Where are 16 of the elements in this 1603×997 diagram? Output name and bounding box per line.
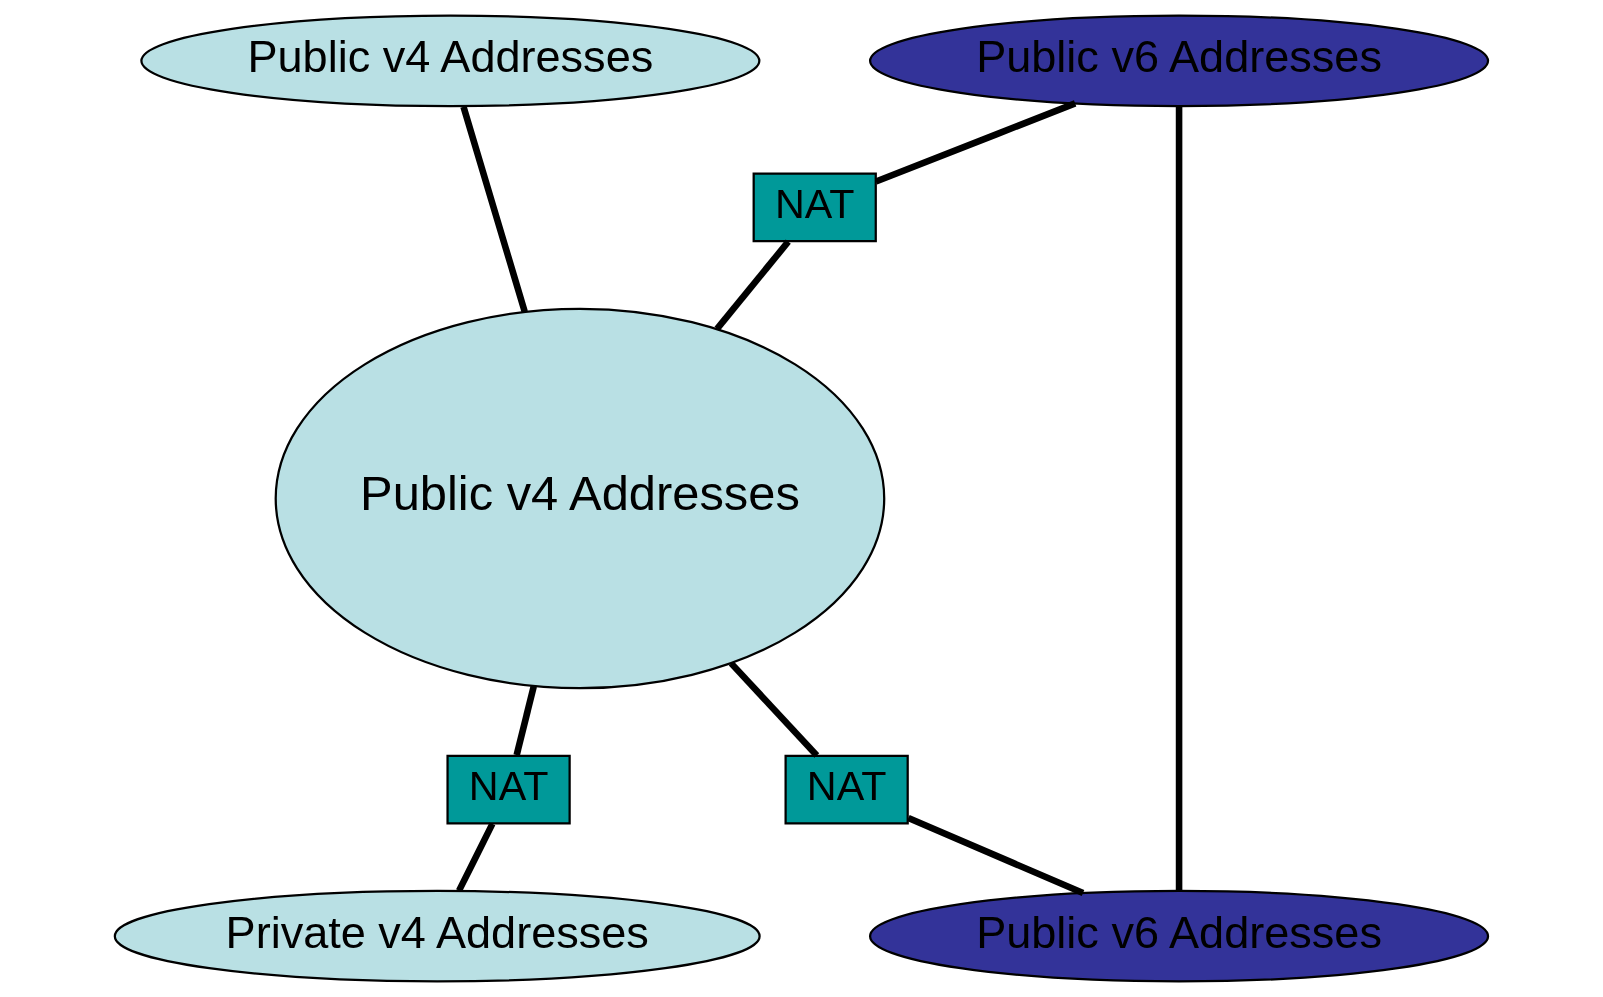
connector xyxy=(907,815,1085,897)
node-box: NAT xyxy=(784,754,909,825)
node-ellipse: Public v6 Addresses xyxy=(869,889,1490,983)
connector xyxy=(874,100,1077,185)
node-ellipse: Private v4 Addresses xyxy=(113,889,761,983)
node-ellipse: Public v6 Addresses xyxy=(869,14,1490,108)
connector xyxy=(1175,106,1183,891)
connector xyxy=(456,822,496,893)
node-ellipse: Public v4 Addresses xyxy=(274,307,886,690)
connector xyxy=(728,661,820,758)
node-box: NAT xyxy=(752,172,877,243)
connector xyxy=(460,105,528,313)
connector xyxy=(513,685,537,756)
connector xyxy=(714,239,791,331)
node-ellipse: Public v4 Addresses xyxy=(140,14,761,108)
node-box: NAT xyxy=(446,754,571,825)
